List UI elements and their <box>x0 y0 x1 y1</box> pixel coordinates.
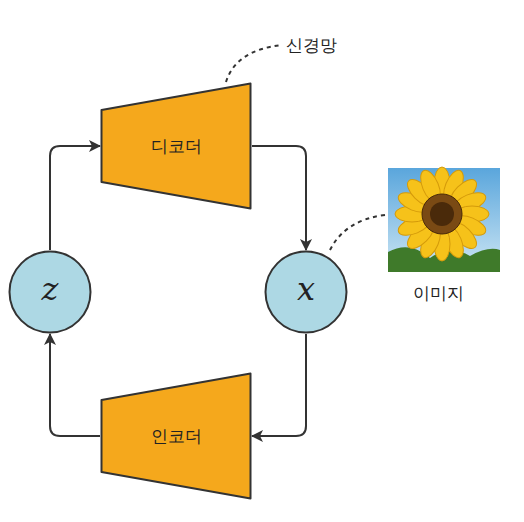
variable-symbol: x <box>297 270 315 308</box>
network-block: 인코더 <box>100 372 252 500</box>
variable-symbol: z <box>42 270 59 308</box>
flow-arrow <box>252 146 306 250</box>
block-title: 디코더 <box>151 135 202 158</box>
network-block: 디코더 <box>100 82 252 210</box>
flow-arrow <box>50 146 100 250</box>
flow-arrow <box>252 334 306 436</box>
variable-circle: x <box>264 250 348 334</box>
flow-arrow <box>50 334 100 436</box>
leader-line <box>226 45 282 82</box>
callout-label: 신경망 <box>286 34 337 57</box>
sunflower-image <box>388 167 500 272</box>
leader-line <box>330 215 385 250</box>
callout-label: 이미지 <box>413 282 464 305</box>
block-title: 인코더 <box>151 425 202 448</box>
variable-circle: z <box>8 250 92 334</box>
